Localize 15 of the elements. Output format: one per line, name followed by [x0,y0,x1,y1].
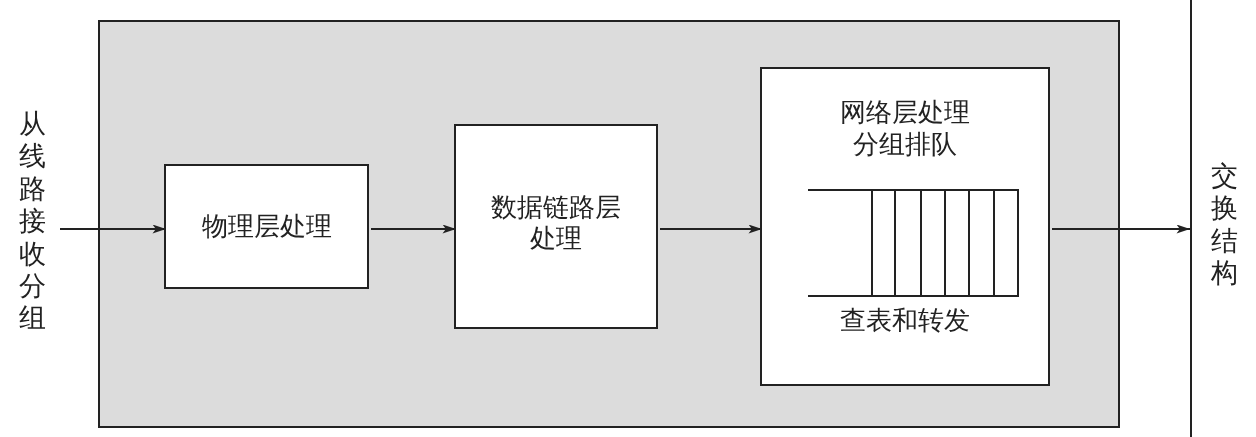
box-text: 物理层处理 [200,211,333,243]
input-port-panel [98,20,1120,428]
box-title: 网络层处理 [839,97,971,129]
input-label-text: 从线路接收分组 [18,108,46,335]
box-title: 分组排队 [852,129,958,161]
arrow [659,224,763,234]
box-text: 数据链路层处理 [490,192,622,255]
switch-fabric-label: 交换结构 [1210,160,1238,290]
queue-caption: 查表和转发 [839,305,971,337]
process-box [454,124,658,329]
arrow [59,224,167,234]
process-box [164,164,369,289]
arrow [1051,224,1191,234]
arrow [370,224,457,234]
process-box [760,67,1050,386]
